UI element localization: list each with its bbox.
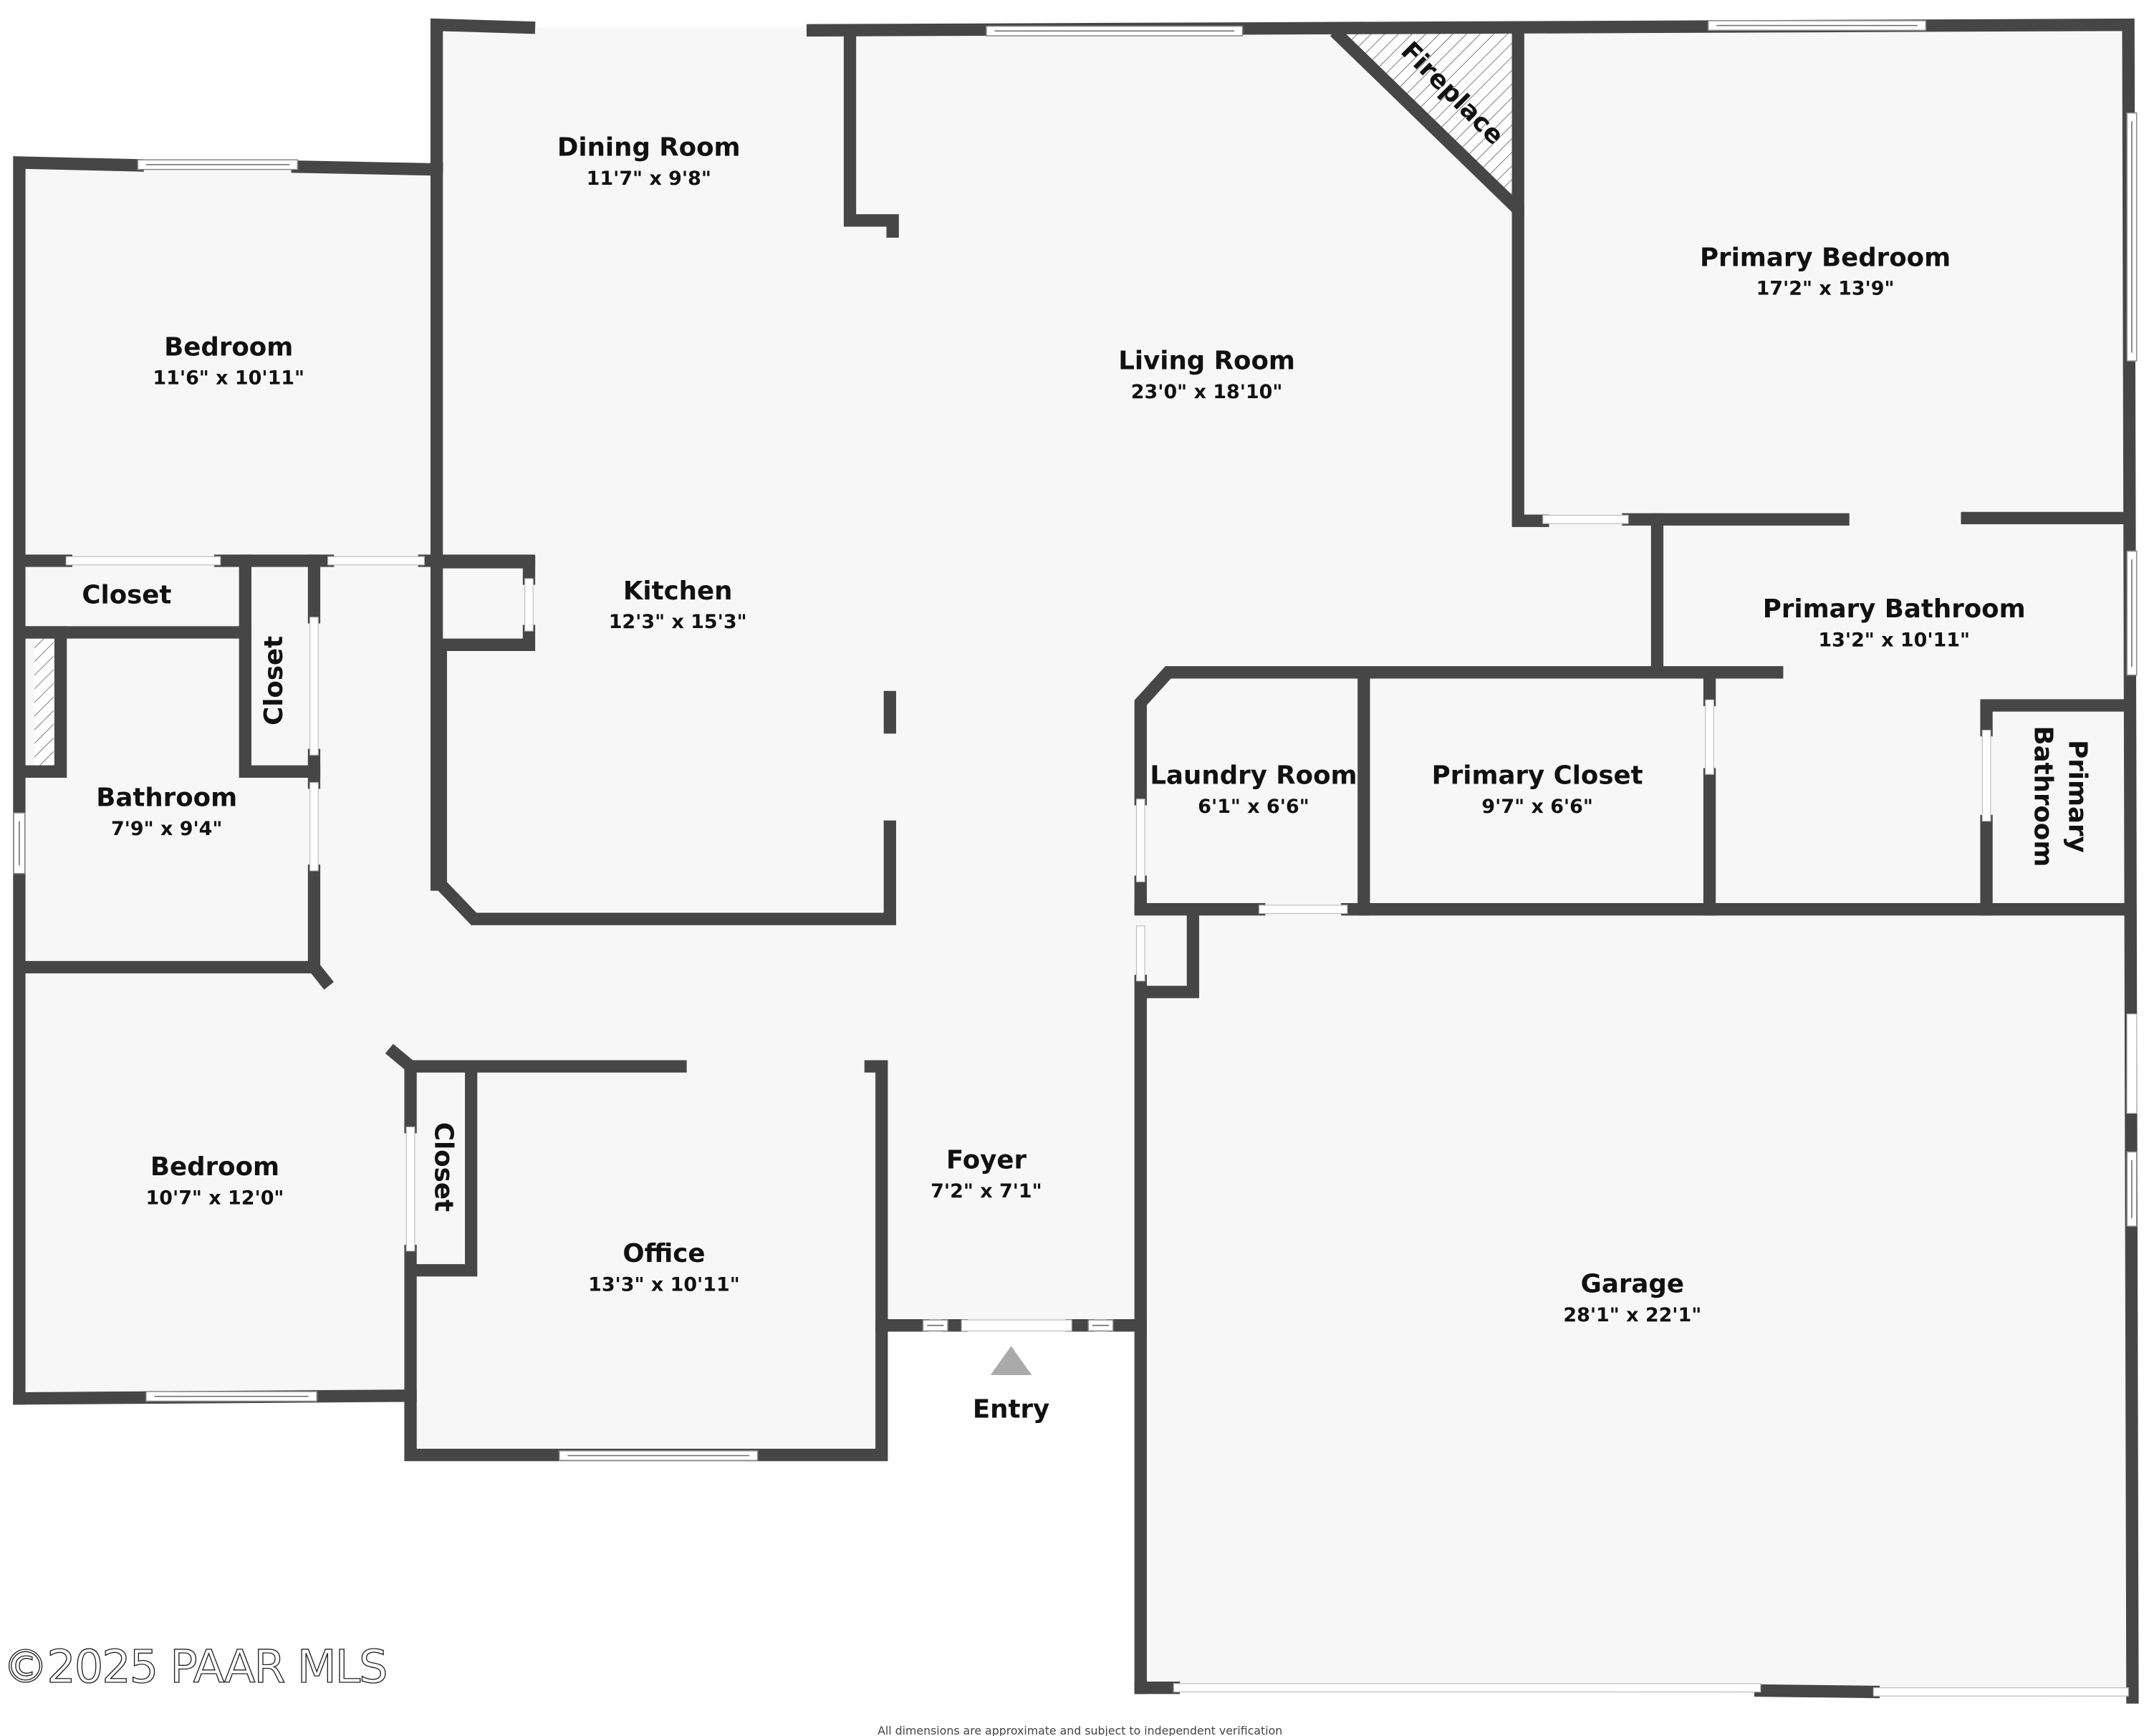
room-dims: 9'7" x 6'6" (1481, 796, 1592, 818)
room-dims: 7'9" x 9'4" (111, 818, 222, 840)
room-closet-1: Closet (82, 581, 171, 610)
windows (13, 20, 2138, 1462)
floor-areas (19, 24, 2133, 1698)
walls (13, 18, 2139, 1704)
room-primary-bedroom: Primary Bedroom 17'2" x 13'9" (1700, 243, 1951, 299)
room-name: Primary Bedroom (1700, 243, 1951, 272)
room-dims: 10'7" x 12'0" (146, 1187, 284, 1209)
room-closet-2: Closet (259, 636, 289, 725)
room-dims: 13'2" x 10'11" (1818, 629, 1970, 651)
door-openings (65, 514, 2138, 1697)
room-name: Living Room (1118, 347, 1295, 376)
room-dims: 17'2" x 13'9" (1756, 278, 1895, 300)
copyright-watermark: ©2025 PAAR MLS (3, 1640, 387, 1693)
room-name-line1: Primary (2062, 740, 2092, 853)
room-dims: 7'2" x 7'1" (931, 1180, 1042, 1202)
room-bedroom-2: Bedroom 10'7" x 12'0" (146, 1152, 284, 1209)
room-office: Office 13'3" x 10'11" (588, 1239, 740, 1296)
room-living-room: Living Room 23'0" x 18'10" (1118, 347, 1295, 403)
room-dims: 13'3" x 10'11" (588, 1274, 740, 1296)
room-dims: 28'1" x 22'1" (1563, 1304, 1701, 1326)
entry-arrow-icon (990, 1346, 1032, 1375)
dimensions-disclaimer: All dimensions are approximate and subje… (878, 1724, 1282, 1736)
room-dining-room: Dining Room 11'7" x 9'8" (557, 132, 741, 189)
room-name: Bedroom (150, 1152, 279, 1182)
room-name: Bathroom (96, 783, 237, 812)
room-primary-bathroom: Primary Bathroom 13'2" x 10'11" (1763, 594, 2026, 651)
room-dims: 11'6" x 10'11" (153, 367, 304, 390)
room-dims: 6'1" x 6'6" (1198, 796, 1309, 818)
room-garage: Garage 28'1" x 22'1" (1563, 1270, 1701, 1326)
room-name: Laundry Room (1150, 761, 1357, 791)
room-dims: 11'7" x 9'8" (587, 168, 711, 190)
room-name: Kitchen (623, 577, 733, 606)
room-name: Closet (82, 581, 171, 610)
room-name: Primary Closet (1432, 761, 1643, 791)
room-name: Bedroom (164, 332, 293, 362)
room-foyer: Foyer 7'2" x 7'1" (931, 1145, 1042, 1202)
room-bathroom: Bathroom 7'9" x 9'4" (96, 783, 237, 839)
room-dims: 23'0" x 18'10" (1131, 381, 1283, 403)
bathroom-niche (34, 637, 54, 768)
room-primary-closet: Primary Closet 9'7" x 6'6" (1432, 761, 1643, 818)
room-name: Dining Room (557, 132, 741, 162)
room-closet-3: Closet (429, 1122, 458, 1212)
room-dims: 12'3" x 15'3" (609, 611, 747, 633)
room-name: Closet (429, 1122, 458, 1212)
room-name: Primary Bathroom (1763, 594, 2026, 624)
room-name: Closet (259, 636, 289, 725)
room-kitchen: Kitchen 12'3" x 15'3" (609, 577, 747, 633)
room-name: Foyer (946, 1145, 1027, 1175)
room-primary-bathroom-2: Primary Bathroom (2028, 725, 2092, 867)
room-name: Garage (1581, 1270, 1684, 1299)
entry-label: Entry (973, 1395, 1049, 1424)
room-laundry-room: Laundry Room 6'1" x 6'6" (1150, 761, 1357, 818)
room-name-line2: Bathroom (2028, 725, 2057, 867)
room-name: Office (622, 1239, 705, 1268)
room-bedroom-1: Bedroom 11'6" x 10'11" (153, 332, 304, 389)
